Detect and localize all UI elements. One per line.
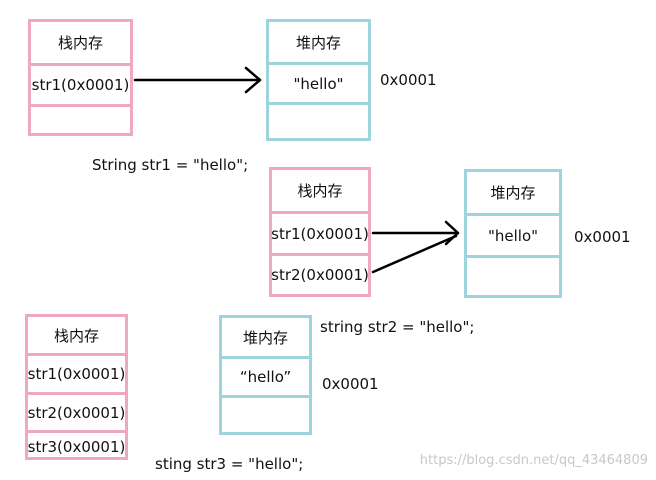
heap-title-1: 堆内存 [295,33,341,52]
stack-title-3: 栈内存 [53,326,99,345]
arrow-str2-to-heap-2 [371,234,458,274]
watermark: https://blog.csdn.net/qq_43464809 [419,453,648,468]
heap-address-1: 0x0001 [380,71,437,89]
stack-ref-str1-1: str1(0x0001) [31,63,130,104]
heap-box-3: 堆内存 “hello” [219,315,312,435]
stack-title-2: 栈内存 [297,182,343,200]
heap-address-3: 0x0001 [322,375,379,393]
heap-empty-1 [269,102,368,141]
arrowhead-2 [444,220,460,246]
stack-ref-str2-2: str2(0x0001) [271,253,369,294]
heap-box-2: 堆内存 "hello" [464,169,562,298]
stack-empty-1 [31,104,130,136]
heap-empty-2 [467,255,559,295]
heap-address-2: 0x0001 [574,228,631,246]
heap-empty-3 [222,395,309,435]
stack-title-1: 栈内存 [57,34,103,52]
heap-value-3: “hello” [222,356,309,395]
stack-ref-str1-3: str1(0x0001) [28,353,125,392]
heap-title-3: 堆内存 [242,328,288,347]
stack-box-1: 栈内存 str1(0x0001) [28,19,133,136]
stack-ref-str2-3: str2(0x0001) [28,392,125,430]
heap-box-1: 堆内存 "hello" [266,19,371,141]
heap-value-2: "hello" [467,213,559,255]
arrowhead-1 [244,66,262,94]
statement-str3: sting str3 = "hello"; [155,455,304,473]
stack-box-3: 栈内存 str1(0x0001) str2(0x0001) str3(0x000… [25,314,128,460]
statement-str1: String str1 = "hello"; [92,156,249,174]
heap-value-1: "hello" [269,62,368,102]
statement-str2: string str2 = "hello"; [320,318,475,336]
stack-box-2: 栈内存 str1(0x0001) str2(0x0001) [269,167,371,297]
stack-ref-str1-2: str1(0x0001) [271,211,369,253]
stack-ref-str3-3: str3(0x0001) [28,430,125,460]
heap-title-2: 堆内存 [490,184,536,202]
